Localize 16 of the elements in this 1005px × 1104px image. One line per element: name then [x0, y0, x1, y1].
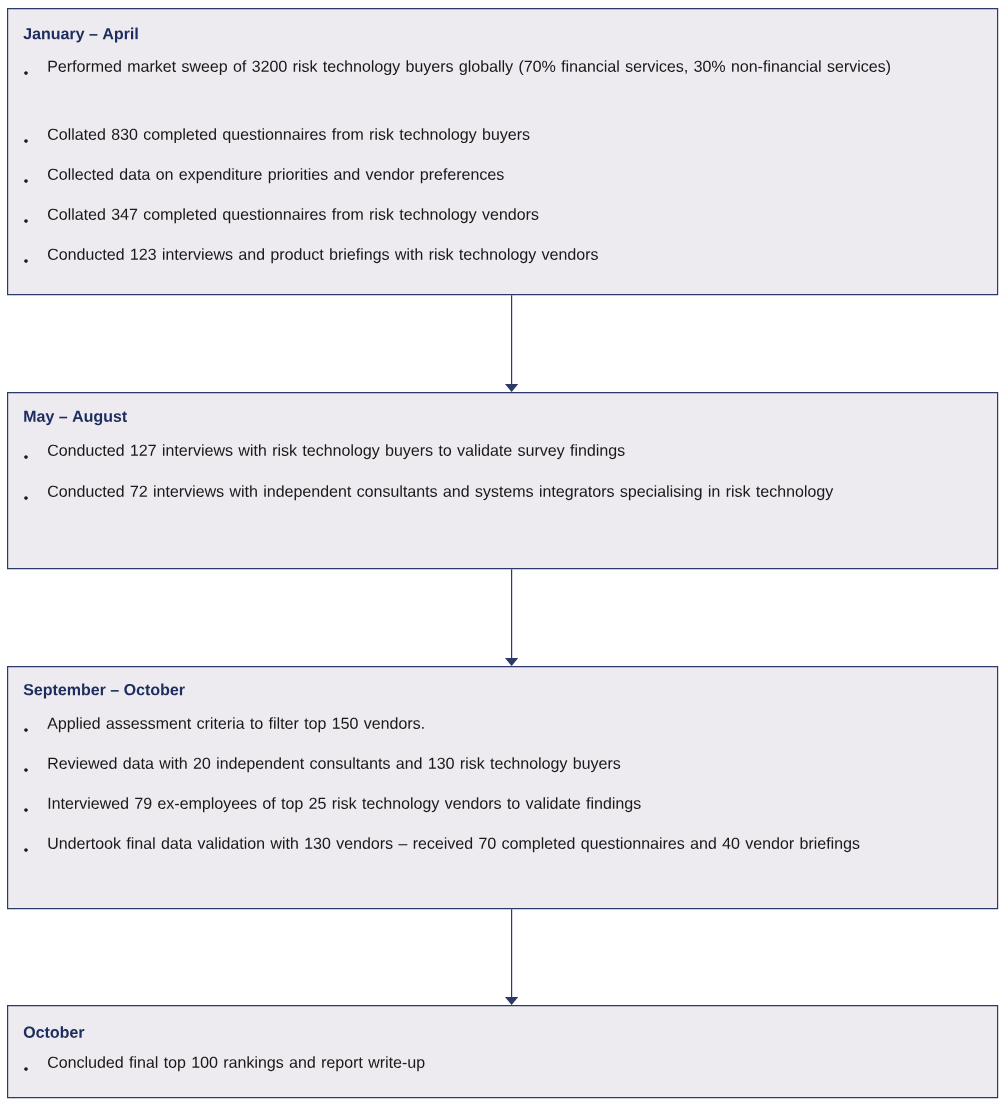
bullet-item: Interviewed 79 ex-employees of top 25 risk technology vendors to validate findings: [24, 797, 641, 813]
bullet-item: Reviewed data with 20 independent consultants and 130 risk technology buyers: [24, 757, 621, 773]
bullet-item: Performed market sweep of 3200 risk technology buyers globally (70% financial services, 30% non-financial services): [24, 60, 890, 76]
bullet-item: Conducted 127 interviews with risk technology buyers to validate survey findings: [24, 444, 625, 460]
bullet-item: Collated 347 completed questionnaires from risk technology vendors: [24, 208, 539, 224]
bullet-item: Undertook final data validation with 130 vendors – received 70 completed questionnaires and 40 vendor briefings: [24, 837, 860, 853]
bullet-item: Collected data on expenditure priorities and vendor preferences: [24, 168, 504, 184]
bullet-item: Applied assessment criteria to filter top 150 vendors.: [24, 717, 424, 733]
bullet-item: Concluded final top 100 rankings and report write-up: [24, 1056, 425, 1072]
bullet-item: Collated 830 completed questionnaires from risk technology buyers: [24, 128, 530, 144]
bullet-item: Conducted 123 interviews and product briefings with risk technology vendors: [24, 248, 598, 264]
phase-heading: October: [23, 1026, 85, 1038]
phase-heading: May – August: [24, 410, 127, 426]
phase-heading: January – April: [23, 27, 138, 43]
phase-heading: September – October: [23, 683, 185, 699]
bullet-item: Conducted 72 interviews with independent consultants and systems integrators specialising in risk technology: [24, 485, 834, 501]
